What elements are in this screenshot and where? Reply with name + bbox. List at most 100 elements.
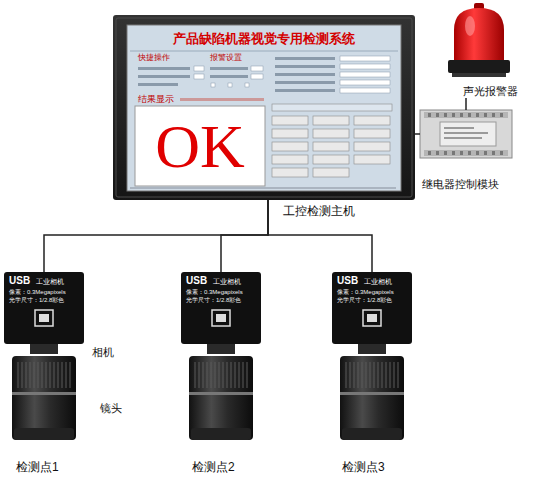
monitor-drawing-part	[313, 155, 349, 164]
cable-line	[465, 98, 467, 110]
part-label: 镜头	[100, 402, 122, 415]
camera-drawing-part	[4, 272, 84, 344]
camera-drawing-part	[30, 344, 58, 354]
monitor-drawing-part	[251, 66, 263, 71]
relay-module-drawing-part	[444, 151, 447, 155]
monitor-drawing-part	[313, 168, 349, 177]
usb-camera: USB工业相机像素：0.3Megapixels光学尺寸：1/2.8彩色	[332, 272, 412, 344]
alarm-light-drawing-part	[454, 8, 504, 62]
lens-drawing-part	[18, 362, 70, 388]
relay-module-drawing-part	[452, 113, 455, 117]
relay-module-drawing-part	[444, 137, 482, 139]
relay-module-drawing-part	[436, 113, 439, 117]
monitor-drawing-part	[135, 106, 265, 186]
pixel-spec: 像素：0.3Megapixels	[337, 289, 394, 296]
monitor-drawing-part	[354, 155, 390, 164]
station-label: 检测点3	[342, 461, 385, 475]
interface-text: USB	[337, 275, 358, 287]
cable-line	[44, 200, 268, 272]
alarm-light-drawing-part	[448, 60, 510, 73]
relay-module-drawing-part	[476, 113, 479, 117]
monitor-drawing-part	[245, 83, 249, 87]
host-monitor: 产品缺陷机器视觉专用检测系统OK工控检测主机	[113, 15, 415, 200]
alarm-light-drawing-part	[452, 73, 506, 77]
usb-camera: USB工业相机像素：0.3Megapixels光学尺寸：1/2.8彩色	[4, 272, 84, 344]
alarm-label: 声光报警器	[463, 85, 518, 98]
relay-module-drawing-part	[492, 113, 495, 117]
monitor-drawing-part	[272, 142, 308, 151]
monitor-drawing-part	[251, 74, 263, 79]
relay-module-drawing	[420, 110, 512, 158]
lens-drawing-part	[195, 362, 247, 388]
monitor-drawing-part	[211, 83, 215, 87]
lens-drawing-part	[340, 356, 404, 440]
relay-module-drawing-part	[468, 113, 471, 117]
monitor-drawing-part	[210, 67, 248, 70]
relay-module-drawing-part	[460, 113, 463, 117]
alarm-light-drawing-part	[465, 16, 475, 36]
lens-drawing-part	[342, 428, 402, 440]
relay-module-drawing-part	[500, 151, 503, 155]
camera-drawing-part	[332, 272, 412, 344]
sensor-spec: 光学尺寸：1/2.8彩色	[186, 297, 241, 304]
monitor-drawing-part	[138, 75, 190, 78]
usb-camera: USB 工业相机像素：0.3Megapixels光学尺寸：1/2.8彩色	[181, 272, 261, 344]
monitor-drawing-part	[272, 104, 392, 177]
interface-text: USB	[9, 275, 30, 287]
relay-module-drawing-part	[460, 151, 463, 155]
monitor-drawing-part	[228, 83, 232, 87]
relay-module-drawing-part	[500, 113, 503, 117]
relay-module-drawing-part	[484, 151, 487, 155]
lens-drawing-part	[346, 362, 398, 388]
monitor-drawing-part	[272, 104, 392, 111]
panel-heading: 快捷操作	[138, 53, 170, 62]
monitor-drawing-part	[354, 129, 390, 138]
screen-title: 产品缺陷机器视觉专用检测系统	[127, 32, 401, 47]
monitor-drawing-part	[194, 66, 204, 71]
relay-module-drawing-part	[452, 151, 455, 155]
monitor-drawing-part	[275, 89, 335, 92]
monitor-drawing-part	[275, 73, 335, 76]
relay-module: 继电器控制模块	[420, 110, 512, 158]
relay-module-drawing-part	[444, 127, 474, 129]
camera-type: 工业相机	[36, 278, 64, 286]
lens-drawing-part	[12, 392, 76, 395]
camera-drawing-part	[35, 310, 53, 326]
camera-type: 工业相机	[364, 278, 392, 286]
cable-line	[268, 200, 372, 272]
monitor-drawing-part	[272, 168, 308, 177]
relay-module-drawing-part	[444, 132, 488, 134]
camera-drawing-part	[358, 344, 386, 354]
monitor-drawing-part	[116, 18, 412, 197]
monitor-drawing-part	[272, 116, 308, 125]
relay-module-drawing-part	[428, 151, 431, 155]
monitor-drawing-part	[340, 64, 390, 69]
relay-module-drawing-part	[484, 113, 487, 117]
lens-drawing-part	[189, 392, 253, 395]
camera-drawing-part	[363, 310, 381, 326]
camera-type: 工业相机	[213, 278, 241, 286]
pixel-spec: 像素：0.3Megapixels	[186, 289, 243, 296]
cable-line	[221, 200, 268, 272]
monitor-drawing-part	[275, 57, 335, 60]
monitor-drawing-part	[340, 72, 390, 77]
monitor-drawing-part	[130, 51, 398, 52]
monitor-drawing-part	[138, 83, 178, 86]
monitor-drawing-part	[275, 81, 335, 84]
relay-module-drawing-part	[428, 113, 503, 155]
panel-heading: 结果显示	[138, 94, 174, 104]
relay-module-drawing-part	[468, 151, 471, 155]
monitor-drawing-part	[275, 65, 335, 68]
lens-drawing-part	[340, 392, 404, 395]
monitor-drawing-part	[272, 155, 308, 164]
part-label: 相机	[92, 346, 114, 359]
monitor-drawing-part	[210, 75, 248, 78]
monitor-drawing-part	[130, 187, 396, 189]
relay-module-drawing-part	[492, 151, 495, 155]
camera-drawing-part	[367, 314, 377, 322]
monitor-drawing-part	[340, 88, 390, 93]
interface-text: USB	[186, 275, 207, 287]
relay-label: 继电器控制模块	[422, 178, 499, 191]
